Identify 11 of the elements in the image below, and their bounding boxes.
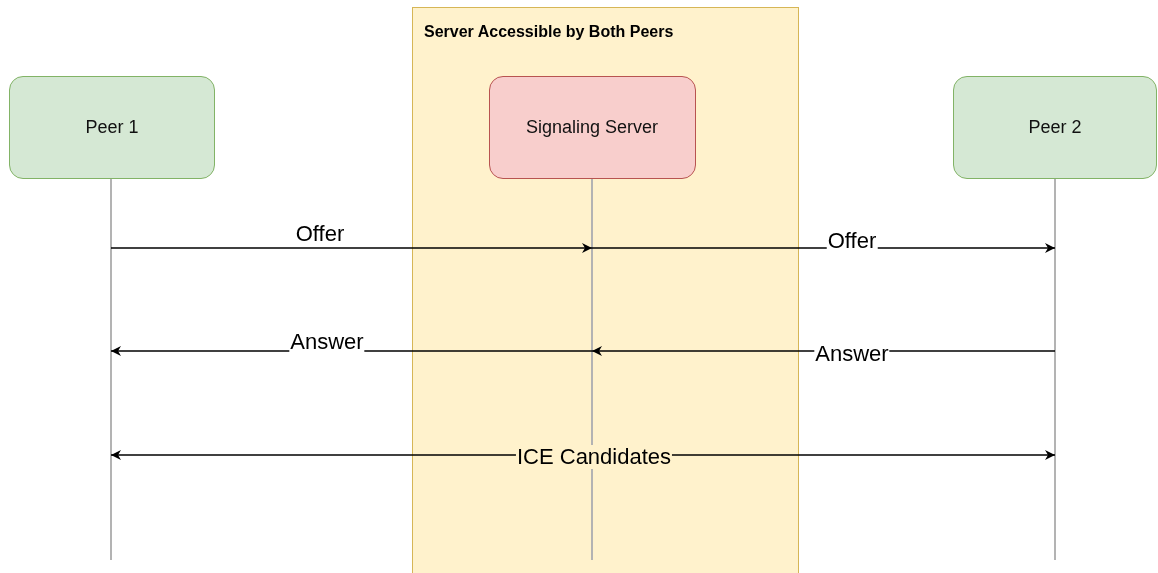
edge-label: ICE Candidates: [515, 445, 673, 469]
message-arrow: [110, 243, 593, 253]
region-title: Server Accessible by Both Peers: [424, 23, 674, 41]
participant-box: Peer 1: [9, 76, 215, 179]
message-arrow: [110, 346, 593, 356]
message-arrow: [110, 450, 1056, 460]
message-arrow: [591, 346, 1056, 356]
message-arrow: [591, 243, 1056, 253]
participant-box: Peer 2: [953, 76, 1157, 179]
server-region: [412, 7, 799, 573]
participant-box: Signaling Server: [488, 75, 696, 179]
